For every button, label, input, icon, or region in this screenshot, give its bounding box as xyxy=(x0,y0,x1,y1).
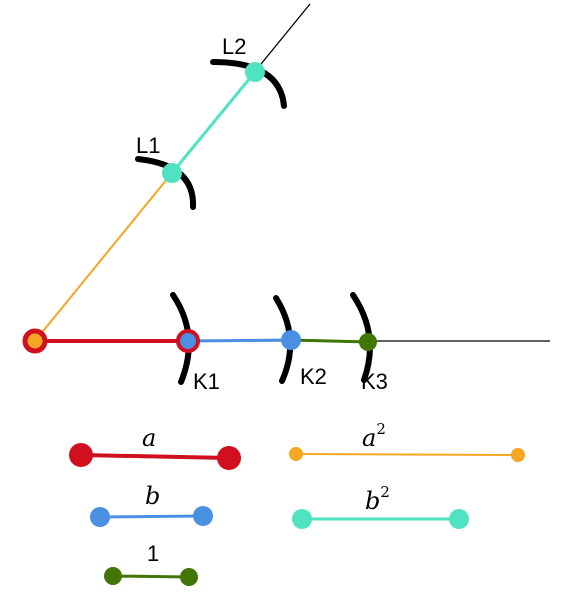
legend-label-a: a xyxy=(142,424,156,452)
legend-a-start xyxy=(69,443,93,467)
legend-segment-unit xyxy=(112,574,190,579)
point-l2 xyxy=(245,62,265,82)
legend-label-b-squared: b2 xyxy=(365,483,390,515)
point-k2 xyxy=(281,330,301,350)
segment-unit-on-ray xyxy=(290,338,369,344)
legend-segment-a xyxy=(80,453,230,460)
legend-unit-end xyxy=(180,568,198,586)
label-l2: L2 xyxy=(222,34,246,59)
legend-a2-end xyxy=(511,448,525,462)
legend-segment-a-squared xyxy=(295,453,519,456)
legend-b2-start xyxy=(292,509,312,529)
segment-b-squared-on-ray xyxy=(170,71,257,174)
legend-label-a-squared: a2 xyxy=(362,420,386,452)
label-k1: K1 xyxy=(193,369,220,394)
legend-a2-start xyxy=(289,447,303,461)
label-k2: K2 xyxy=(300,364,327,389)
point-k3 xyxy=(359,333,377,351)
legend-b-start xyxy=(90,507,110,527)
legend-unit-start xyxy=(104,567,122,585)
legend-segment-b xyxy=(99,514,204,519)
segment-a-squared-on-ray xyxy=(34,172,173,342)
segment-b-on-ray xyxy=(187,338,292,343)
point-l1 xyxy=(162,163,182,183)
label-k3: K3 xyxy=(361,369,388,394)
point-k1 xyxy=(176,329,200,353)
legend-label-b: b xyxy=(145,482,160,510)
legend-a-end xyxy=(217,446,241,470)
legend-b-end xyxy=(193,506,213,526)
label-l1: L1 xyxy=(136,133,160,158)
legend-label-unit: 1 xyxy=(147,541,159,566)
legend-b2-end xyxy=(449,509,469,529)
origin-point xyxy=(22,328,48,354)
